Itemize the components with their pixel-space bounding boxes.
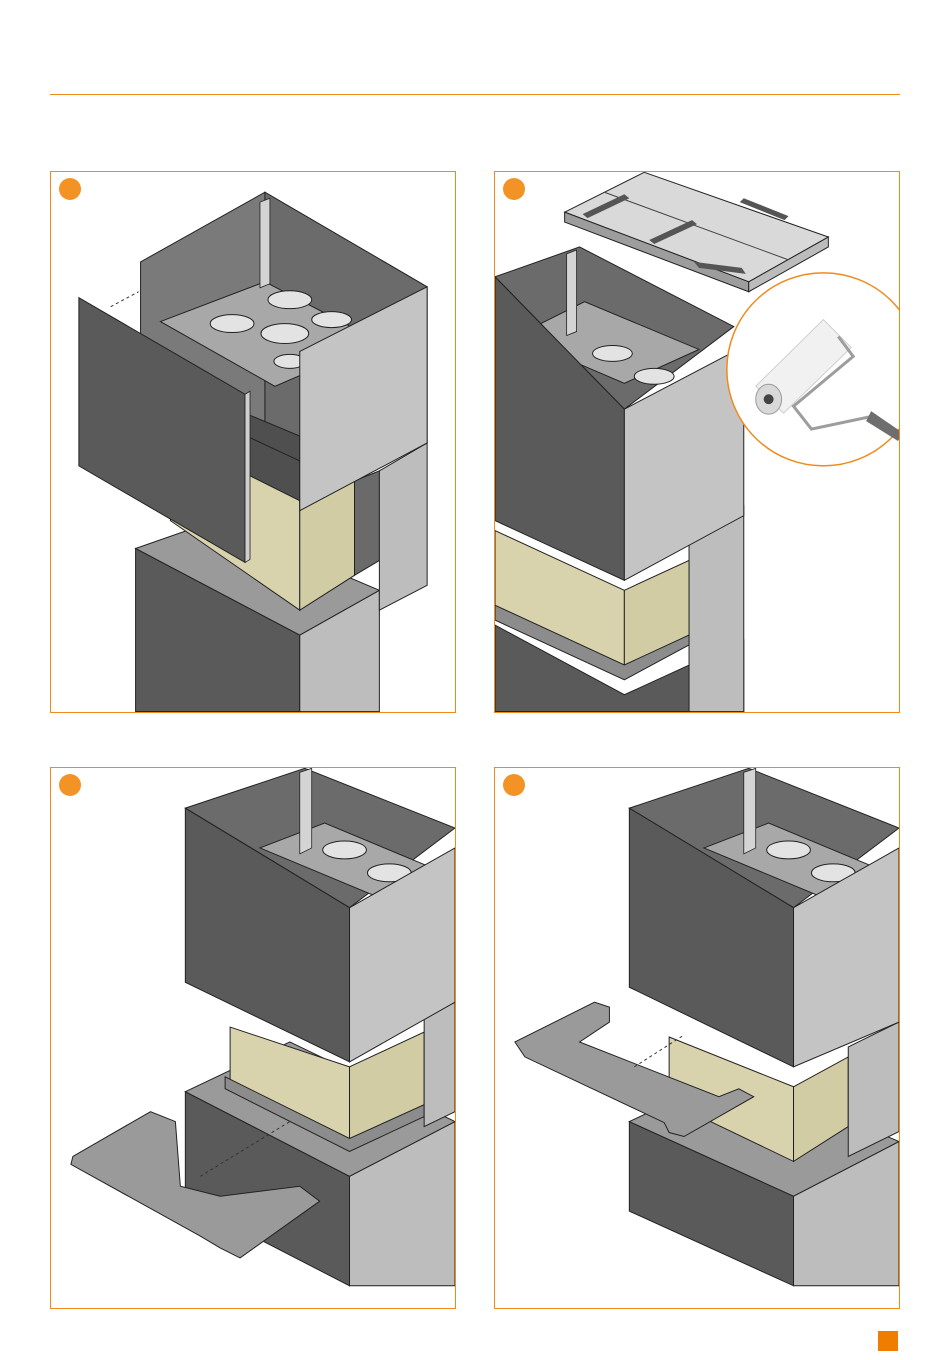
- step-3-illustration: [51, 768, 455, 1308]
- step-1-illustration: [51, 172, 455, 712]
- step-1-panel: [50, 171, 456, 713]
- page-corner-marker: [878, 1331, 898, 1351]
- step-2-marker: [503, 178, 525, 200]
- step-4-panel: [494, 767, 900, 1309]
- step-3-marker: [59, 774, 81, 796]
- step-1-marker: [59, 178, 81, 200]
- step-4-marker: [503, 774, 525, 796]
- step-2-illustration: [495, 172, 899, 712]
- step-3-panel: [50, 767, 456, 1309]
- step-4-illustration: [495, 768, 899, 1308]
- header-rule: [50, 94, 900, 95]
- step-2-panel: [494, 171, 900, 713]
